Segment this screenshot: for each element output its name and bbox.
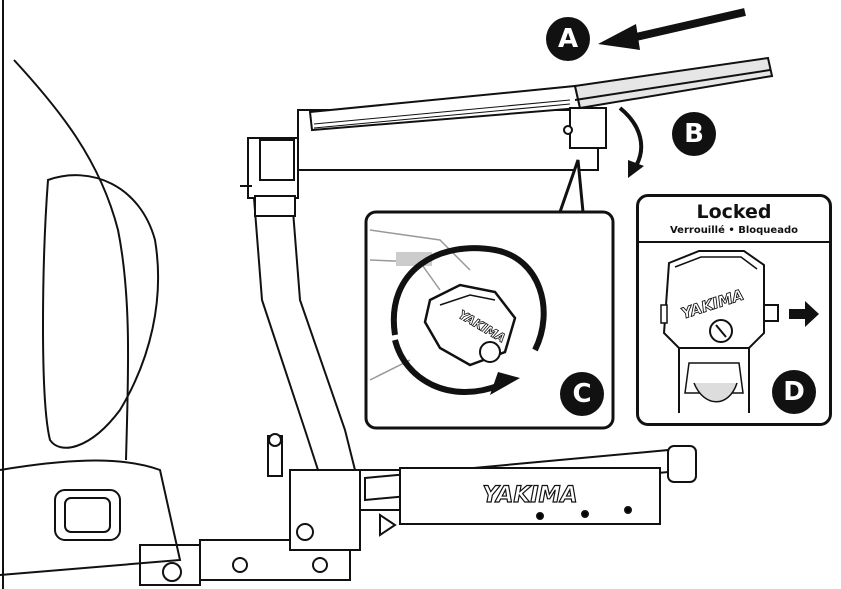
step-badge-c: C xyxy=(560,372,604,416)
upper-arm-assembly xyxy=(240,56,774,199)
step-badge-b: B xyxy=(672,112,716,156)
hitch-assembly xyxy=(199,433,411,581)
panel-divider xyxy=(639,241,829,243)
vehicle-outline xyxy=(0,0,201,589)
mast xyxy=(252,195,357,471)
tray-brand-text: YAKIMA xyxy=(482,483,577,508)
lock-mechanism-icon: YAKIMA xyxy=(660,250,819,413)
step-badge-d: D xyxy=(772,370,816,414)
lower-tray: YAKIMA xyxy=(364,445,697,525)
locked-detail-panel: Locked Verrouillé • Bloqueado YAKIMA xyxy=(636,194,832,426)
arrow-a-icon xyxy=(598,8,746,50)
rotate-arrow-icon xyxy=(390,245,547,352)
step-badge-a: A xyxy=(546,17,590,61)
knob-detail-panel: YAKIMA xyxy=(364,210,615,430)
locked-title: Locked xyxy=(696,201,772,223)
locked-subtitle: Verrouillé • Bloqueado xyxy=(669,225,798,236)
right-arrow-icon xyxy=(789,301,819,327)
arrow-b-icon xyxy=(618,106,644,178)
